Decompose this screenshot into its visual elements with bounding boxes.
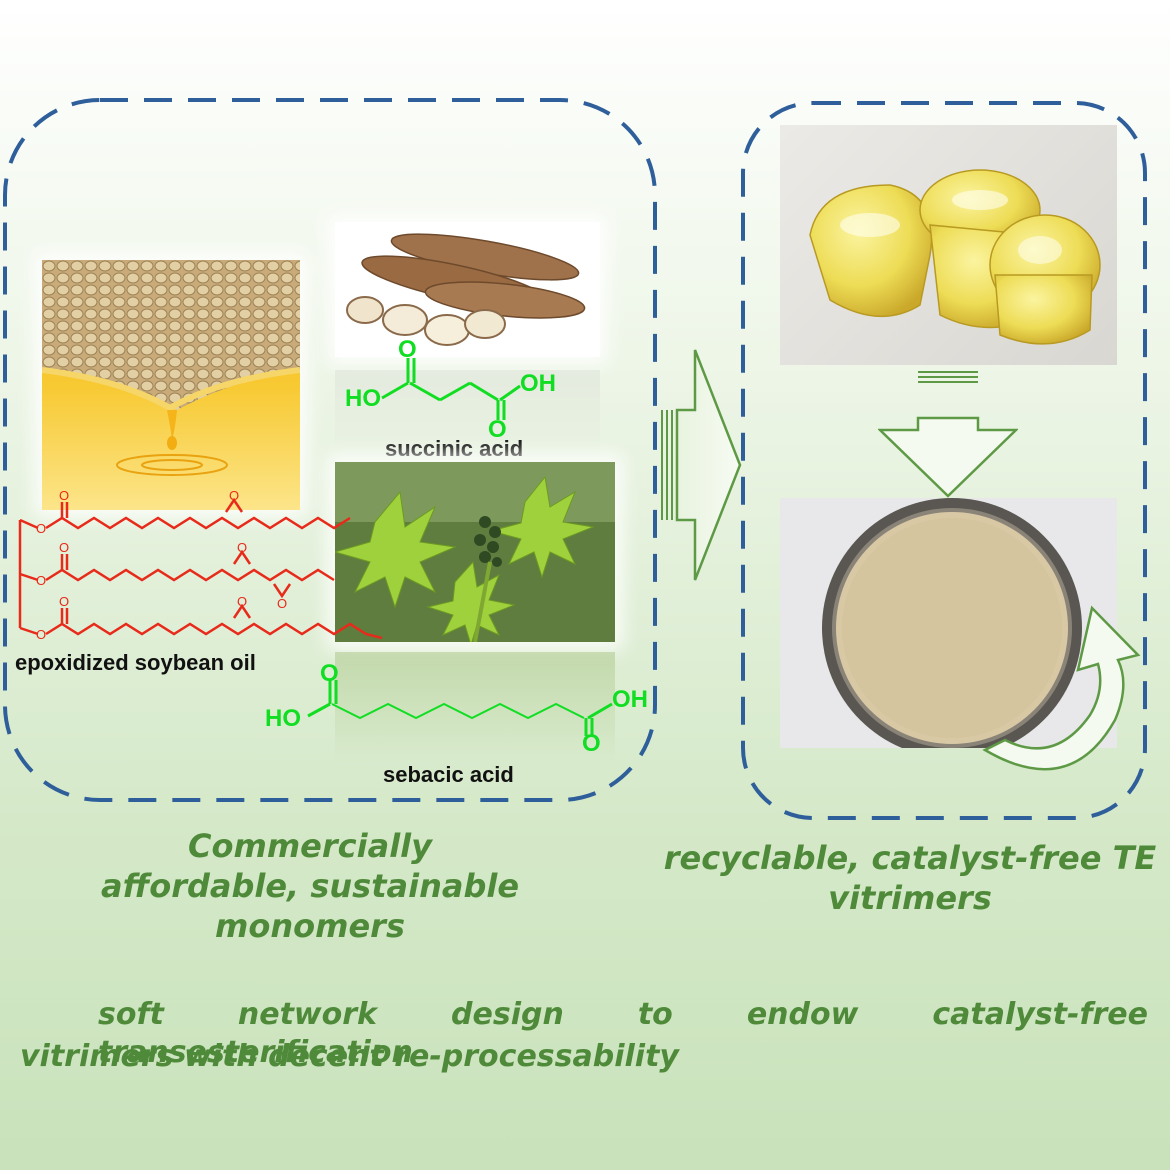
molded-disk-photo bbox=[780, 498, 1117, 748]
sebacic-acid-structure bbox=[307, 680, 613, 736]
down-arrow bbox=[878, 371, 1018, 498]
svg-text:O: O bbox=[229, 488, 239, 503]
left-caption: Commercially affordable, sustainable mon… bbox=[100, 827, 520, 945]
svg-text:O: O bbox=[36, 573, 46, 588]
sebacic-oh-label: OH bbox=[612, 686, 648, 713]
recycle-arrow bbox=[982, 605, 1141, 771]
succinic-o-bottom-label: O bbox=[488, 416, 507, 443]
svg-text:O: O bbox=[277, 596, 287, 611]
bottom-caption-line1: soft network design to endow catalyst-fr… bbox=[98, 997, 1148, 1070]
vitrimer-cylinders-photo bbox=[780, 125, 1117, 365]
right-caption: recyclable, catalyst-free TE vitrimers bbox=[663, 839, 1157, 917]
sebacic-ho-label: HO bbox=[265, 705, 301, 732]
svg-text:O: O bbox=[59, 540, 69, 555]
process-arrow bbox=[661, 349, 742, 581]
castor-plant-photo bbox=[335, 462, 615, 642]
sebacic-o-bottom-label: O bbox=[582, 730, 601, 757]
succinic-acid-label: succinic acid bbox=[385, 436, 524, 461]
succinic-o-top-label: O bbox=[398, 336, 417, 363]
sebacic-o-top-label: O bbox=[320, 660, 339, 687]
svg-text:O: O bbox=[59, 488, 69, 503]
succinic-oh-label: OH bbox=[520, 370, 556, 397]
svg-text:O: O bbox=[36, 521, 46, 536]
succinic-acid-structure bbox=[381, 358, 521, 420]
svg-text:O: O bbox=[59, 594, 69, 609]
bottom-caption-line2: vitrimers with decent re-processability bbox=[20, 1039, 679, 1074]
soybean-oil-photo bbox=[42, 260, 300, 510]
succinic-ho-label: HO bbox=[345, 385, 381, 412]
esbo-structure: OO OO OO OO OO bbox=[18, 488, 383, 642]
monomers-frame bbox=[3, 98, 657, 802]
svg-text:O: O bbox=[36, 627, 46, 642]
svg-text:O: O bbox=[237, 540, 247, 555]
svg-text:O: O bbox=[237, 594, 247, 609]
cassava-photo bbox=[335, 222, 600, 357]
esbo-label: epoxidized soybean oil bbox=[15, 650, 256, 675]
sebacic-acid-label: sebacic acid bbox=[383, 762, 514, 787]
